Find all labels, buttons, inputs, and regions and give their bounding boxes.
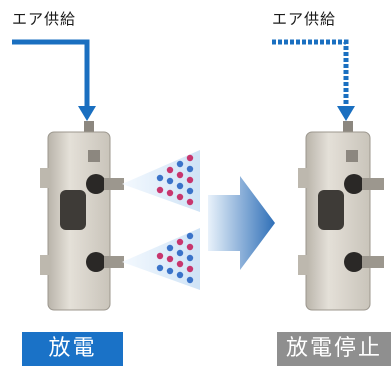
state-off-badge: 放電停止: [285, 336, 382, 361]
air-supply-label-left: エア供給: [12, 10, 77, 28]
badge-off-bg: [277, 332, 391, 366]
ion-cone-upper: [122, 150, 200, 212]
air-supply-arrow-solid: [12, 39, 96, 121]
ionizer-device-right: [298, 121, 384, 311]
ion-cone-lower: [122, 228, 200, 290]
badge-on-bg: [22, 332, 123, 366]
air-supply-arrow-dotted: [272, 39, 355, 121]
air-supply-label-right: エア供給: [272, 10, 337, 28]
state-on-badge: 放電: [48, 336, 97, 361]
ionizer-device-left: [40, 121, 124, 311]
right-arrow-icon: [208, 176, 275, 270]
